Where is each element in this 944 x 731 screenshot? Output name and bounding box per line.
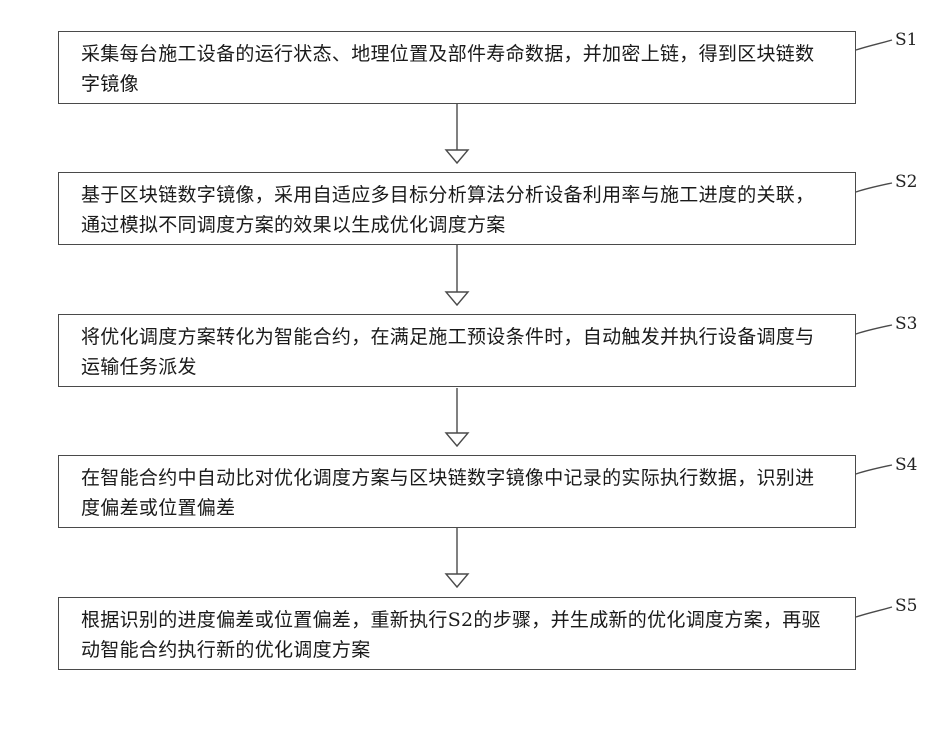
leader-s2 [856, 183, 892, 192]
step-label-s4: S4 [895, 455, 917, 475]
step-box-s4: 在智能合约中自动比对优化调度方案与区块链数字镜像中记录的实际执行数据，识别进度偏… [58, 455, 856, 528]
step-box-s3: 将优化调度方案转化为智能合约，在满足施工预设条件时，自动触发并执行设备调度与运输… [58, 314, 856, 387]
arrow-head-s4-s5 [446, 574, 468, 587]
leader-s3 [856, 325, 892, 334]
step-text-s3: 将优化调度方案转化为智能合约，在满足施工预设条件时，自动触发并执行设备调度与运输… [81, 322, 833, 382]
step-label-s1: S1 [895, 30, 917, 50]
step-label-s5: S5 [895, 596, 917, 616]
step-text-s5: 根据识别的进度偏差或位置偏差，重新执行S2的步骤，并生成新的优化调度方案，再驱动… [81, 605, 833, 665]
step-text-s4: 在智能合约中自动比对优化调度方案与区块链数字镜像中记录的实际执行数据，识别进度偏… [81, 463, 833, 523]
leader-s1 [856, 40, 892, 50]
step-box-s1: 采集每台施工设备的运行状态、地理位置及部件寿命数据，并加密上链，得到区块链数字镜… [58, 31, 856, 104]
step-text-s2: 基于区块链数字镜像，采用自适应多目标分析算法分析设备利用率与施工进度的关联，通过… [81, 180, 833, 240]
step-box-s2: 基于区块链数字镜像，采用自适应多目标分析算法分析设备利用率与施工进度的关联，通过… [58, 172, 856, 245]
step-label-s3: S3 [895, 314, 917, 334]
arrow-head-s2-s3 [446, 292, 468, 305]
leader-s4 [856, 465, 892, 474]
step-text-s1: 采集每台施工设备的运行状态、地理位置及部件寿命数据，并加密上链，得到区块链数字镜… [81, 39, 833, 99]
arrow-head-s3-s4 [446, 433, 468, 446]
arrow-head-s1-s2 [446, 150, 468, 163]
leader-s5 [856, 607, 892, 617]
step-box-s5: 根据识别的进度偏差或位置偏差，重新执行S2的步骤，并生成新的优化调度方案，再驱动… [58, 597, 856, 670]
step-label-s2: S2 [895, 172, 917, 192]
